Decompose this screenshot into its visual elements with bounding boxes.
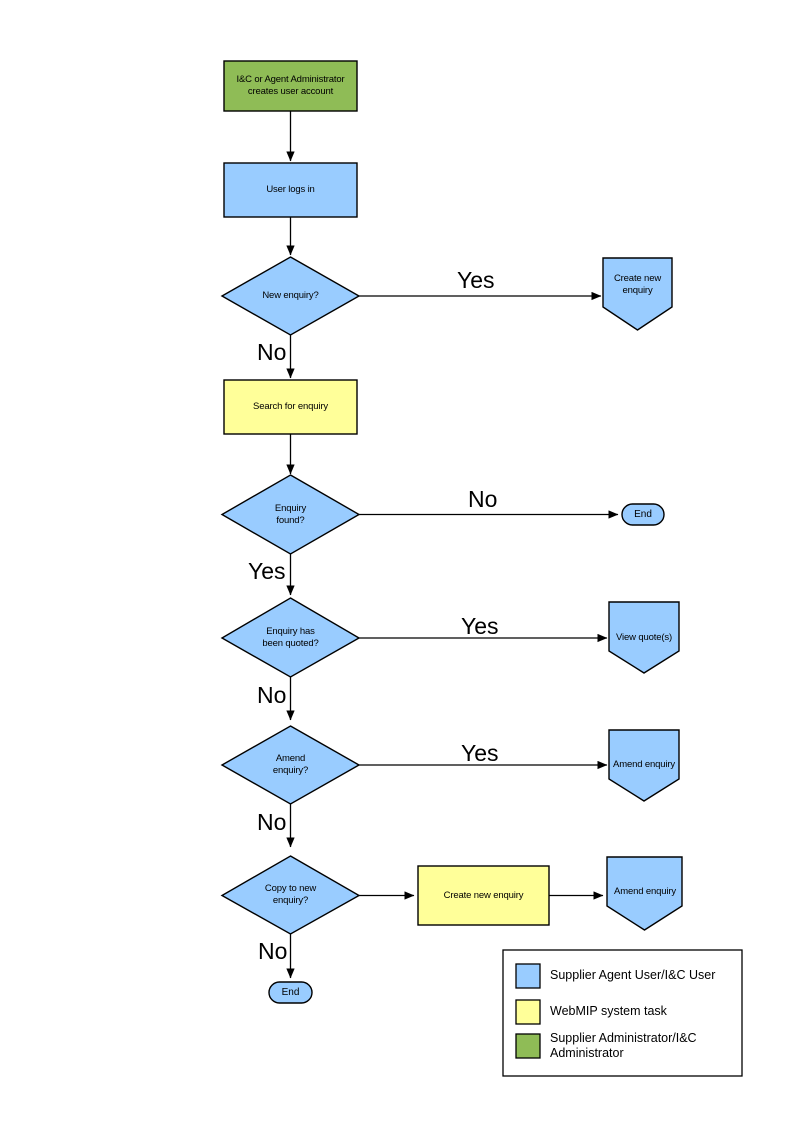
edge-label-amend-no: No bbox=[257, 809, 287, 835]
node-user-logs-in[interactable] bbox=[223, 162, 358, 218]
edge-label-enquiry-found-no: No bbox=[468, 486, 498, 512]
node-label-end-not-found: End bbox=[634, 509, 652, 520]
node-new-enquiry-decision[interactable] bbox=[220, 256, 361, 336]
edge-label-enquiry-found-yes: Yes bbox=[248, 558, 286, 584]
node-enquiry-found-decision[interactable] bbox=[220, 474, 361, 555]
legend-swatch-system bbox=[515, 999, 541, 1025]
edge-label-copy-no: No bbox=[258, 938, 288, 964]
node-amend-enquiry-decision[interactable] bbox=[220, 725, 361, 805]
node-create-new-enquiry-manual[interactable] bbox=[602, 257, 673, 331]
edge-label-quoted-yes: Yes bbox=[461, 613, 499, 639]
node-search-for-enquiry[interactable] bbox=[223, 379, 358, 435]
node-view-quotes[interactable] bbox=[608, 601, 680, 674]
node-create-new-enquiry-system[interactable] bbox=[417, 865, 550, 926]
connector-group bbox=[286, 111, 619, 979]
node-end-not-found[interactable] bbox=[621, 503, 665, 526]
legend-swatch-user bbox=[515, 963, 541, 989]
edge-label-quoted-no: No bbox=[257, 682, 287, 708]
edge-label-amend-yes: Yes bbox=[461, 740, 499, 766]
node-copy-to-new-enquiry-decision[interactable] bbox=[220, 855, 361, 935]
node-enquiry-quoted-decision[interactable] bbox=[220, 597, 361, 678]
edge-label-new-enquiry-yes: Yes bbox=[457, 267, 495, 293]
edge-label-new-enquiry-no: No bbox=[257, 339, 287, 365]
node-amend-enquiry-manual[interactable] bbox=[608, 729, 680, 802]
legend-label-admin: Supplier Administrator/I&C Administrator bbox=[550, 1031, 697, 1060]
legend-box bbox=[502, 949, 743, 1077]
node-admin-creates-account[interactable] bbox=[223, 60, 358, 112]
node-amend-enquiry-copy-manual[interactable] bbox=[606, 856, 683, 931]
node-label-end-final: End bbox=[281, 987, 300, 998]
legend-label-user: Supplier Agent User/I&C User bbox=[550, 968, 716, 982]
legend-label-system: WebMIP system task bbox=[550, 1004, 667, 1018]
legend-swatch-admin bbox=[515, 1033, 541, 1059]
node-end-final[interactable] bbox=[268, 981, 313, 1004]
